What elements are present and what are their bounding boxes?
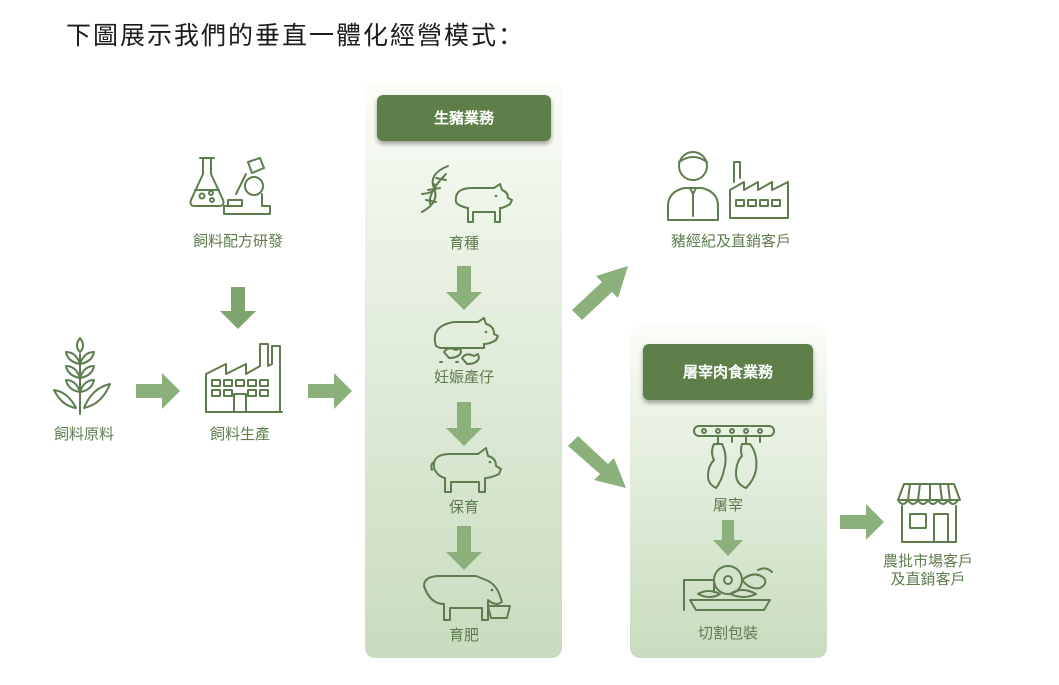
slaughter-line-icon <box>693 425 775 489</box>
label-feed-production: 飼料生產 <box>209 425 270 443</box>
sow-piglets-icon <box>433 317 499 365</box>
label-slaughter-step-cutting: 切割包裝 <box>697 624 758 642</box>
wheat-icon <box>53 337 111 415</box>
arrow-down-farrowing <box>446 402 482 446</box>
finishing-pig-icon <box>423 575 511 621</box>
label-hog-step-nursery: 保育 <box>448 498 479 516</box>
arrow-up-right-to-hog-customers <box>572 266 628 320</box>
arrow-right-raw-to-production <box>136 373 180 409</box>
label-slaughter-step-slaughter: 屠宰 <box>712 496 743 514</box>
broker-person-icon <box>667 151 719 221</box>
direct-sales-factory-icon <box>729 161 789 219</box>
lab-research-icon <box>189 157 271 215</box>
label-hog-step-breeding: 育種 <box>448 234 479 252</box>
label-wholesale-customers-line1: 農批市場客戶 <box>882 552 973 570</box>
page-title: 下圖展示我們的垂直一體化經營模式： <box>66 21 526 50</box>
label-hog-step-farrowing: 妊娠產仔 <box>433 368 494 386</box>
arrow-down-right-to-slaughter <box>568 436 626 488</box>
label-feed-research: 飼料配方研發 <box>192 232 283 250</box>
nursery-pig-icon <box>430 447 502 493</box>
hog-business-header: 生豬業務 <box>377 95 551 141</box>
feed-factory-icon <box>205 343 283 413</box>
market-shop-icon <box>897 483 961 543</box>
cutting-packaging-icon <box>683 565 773 611</box>
arrow-down-research <box>220 287 256 329</box>
arrow-right-production-to-hog <box>308 373 352 409</box>
label-hog-customers: 豬經紀及直銷客戶 <box>670 232 791 250</box>
arrow-down-slaughter <box>713 520 743 556</box>
label-hog-step-finishing: 育肥 <box>448 626 479 644</box>
arrow-right-to-wholesale <box>840 504 884 540</box>
label-wholesale-customers-line2: 及直銷客戶 <box>890 570 966 588</box>
dna-pig-icon <box>421 165 513 223</box>
label-feed-raw-materials: 飼料原料 <box>53 425 114 443</box>
arrow-down-nursery <box>446 526 482 570</box>
slaughter-business-header: 屠宰肉食業務 <box>643 344 813 400</box>
arrow-down-breeding <box>446 266 482 310</box>
